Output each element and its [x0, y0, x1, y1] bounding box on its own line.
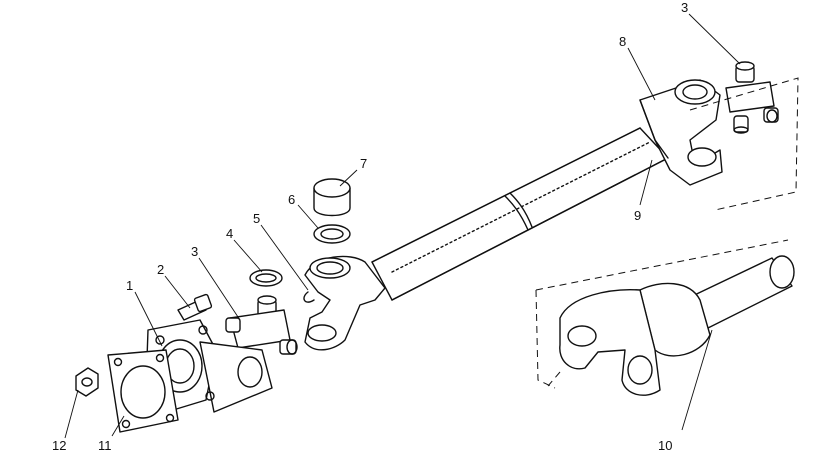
- circlip: [303, 291, 315, 303]
- callout-8: 8: [619, 34, 626, 49]
- gasket: [107, 349, 179, 433]
- leader-lines: [64, 13, 741, 439]
- callout-3-upper: 3: [681, 0, 688, 15]
- callout-5: 5: [253, 211, 260, 226]
- spider-upper: [725, 61, 779, 134]
- callout-3-lower: 3: [191, 244, 198, 259]
- callout-9: 9: [634, 208, 641, 223]
- seal-washer: [249, 269, 283, 287]
- sub-assembly-frame-lower: [535, 239, 789, 389]
- callout-7: 7: [360, 156, 367, 171]
- callout-12: 12: [52, 438, 66, 453]
- bearing-cup: [313, 178, 351, 217]
- callout-4: 4: [226, 226, 233, 241]
- callout-11: 11: [98, 438, 112, 453]
- seal-ring: [313, 224, 351, 244]
- sub-assembly-frame-upper: [689, 77, 799, 211]
- stub-shaft: [559, 255, 795, 396]
- callout-1: 1: [126, 278, 133, 293]
- callout-10: 10: [658, 438, 672, 453]
- bolt: [177, 293, 213, 321]
- shaft-tube: [371, 127, 669, 301]
- callout-2: 2: [157, 262, 164, 277]
- nut: [75, 367, 99, 397]
- spider-lower: [225, 295, 298, 355]
- callout-6: 6: [288, 192, 295, 207]
- tube-yoke: [304, 255, 386, 351]
